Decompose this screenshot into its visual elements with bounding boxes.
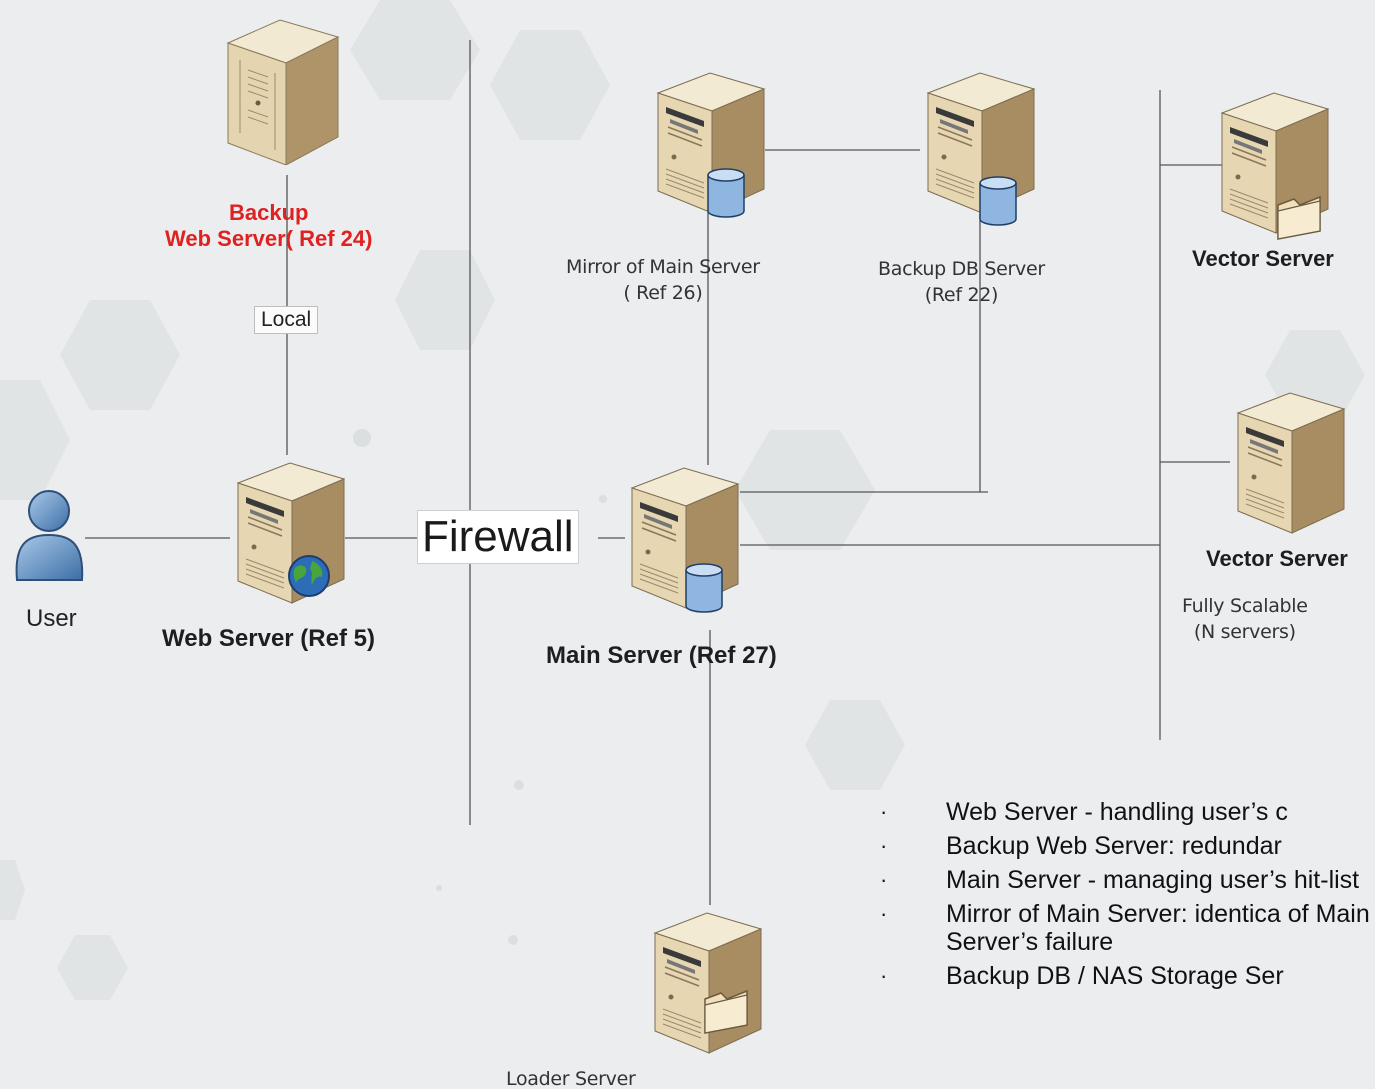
list-item: · Web Server - handling user’s c xyxy=(880,798,1375,826)
bullet: · xyxy=(880,833,888,858)
list-item: · Mirror of Main Server: identica of Mai… xyxy=(880,900,1375,956)
folder-icon xyxy=(704,989,748,1034)
main-server-label: Main Server (Ref 27) xyxy=(546,642,777,669)
loader-server-label: Loader Server xyxy=(506,1068,636,1089)
mirror-server-node xyxy=(648,65,768,218)
database-icon xyxy=(685,563,723,613)
bullet: · xyxy=(880,799,888,824)
bullet: · xyxy=(880,901,888,926)
backup-db-server-label: Backup DB Server (Ref 22) xyxy=(878,258,1045,306)
backup-db-server-node xyxy=(918,65,1038,226)
vector-server-2-node xyxy=(1228,385,1348,535)
loader-server-node xyxy=(645,905,765,1055)
database-icon xyxy=(979,176,1017,226)
globe-icon xyxy=(288,555,330,597)
web-server-node xyxy=(228,455,348,605)
bullet: · xyxy=(880,963,888,988)
scalability-note: Fully Scalable (N servers) xyxy=(1182,595,1308,643)
user-label: User xyxy=(26,605,77,632)
vector-server-1-node xyxy=(1212,85,1332,240)
mirror-server-label: Mirror of Main Server ( Ref 26) xyxy=(566,256,760,304)
list-item: · Backup Web Server: redundar xyxy=(880,832,1375,860)
web-server-label: Web Server (Ref 5) xyxy=(162,625,375,652)
list-item: · Main Server - managing user’s hit-list xyxy=(880,866,1375,894)
bullet: · xyxy=(880,867,888,892)
note-text: Mirror of Main Server: identica of Main … xyxy=(946,900,1370,956)
vector-server-2-icon xyxy=(1236,392,1346,534)
list-item: · Backup DB / NAS Storage Ser xyxy=(880,962,1375,990)
note-text: Web Server - handling user’s c xyxy=(946,798,1288,826)
user-icon xyxy=(15,490,84,581)
folder-icon xyxy=(1277,195,1321,240)
firewall-label: Firewall xyxy=(417,510,579,564)
main-server-node xyxy=(622,460,742,613)
database-icon xyxy=(707,168,745,218)
backup-web-server-icon xyxy=(226,19,340,165)
local-tag: Local xyxy=(254,306,319,334)
description-list: · Web Server - handling user’s c · Backu… xyxy=(880,798,1375,996)
note-text: Backup Web Server: redundar xyxy=(946,832,1282,860)
vector-server-1-label: Vector Server xyxy=(1192,246,1334,271)
backup-web-server-label: Backup Web Server( Ref 24) xyxy=(165,200,373,251)
note-text: Main Server - managing user’s hit-list xyxy=(946,866,1360,894)
note-text: Backup DB / NAS Storage Ser xyxy=(946,962,1284,990)
vector-server-2-label: Vector Server xyxy=(1206,546,1348,571)
main-server-icon xyxy=(630,467,740,609)
